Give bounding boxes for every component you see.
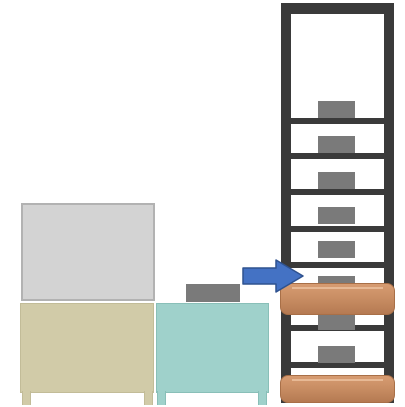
beige-cabinet-left-leg [22,391,31,405]
rack-shelf [281,189,394,195]
rack-tray [318,101,355,118]
rack-tray [318,241,355,258]
upper-gray-cabinet [21,203,155,301]
rack-right-post [384,3,394,403]
rack-shelf [281,118,394,124]
rack-tray [318,136,355,153]
rack-shelf [281,362,394,368]
right-arrow-icon [242,259,304,293]
teal-cabinet [156,303,269,393]
rack-top-bar [281,3,394,14]
rack-tray [318,346,355,363]
beige-cabinet-right-leg [144,391,153,405]
rack-left-post [281,3,291,403]
ring-highlight [292,379,383,381]
teal-cabinet-right-leg [258,391,267,405]
teal-cabinet-left-leg [157,391,166,405]
rack-shelf [281,153,394,159]
rack-tray [318,172,355,189]
rack-tray [318,313,355,330]
ring-highlight [292,287,383,289]
rack-shelf [281,262,394,268]
lower-beige-cabinet [20,303,154,393]
tray-on-teal-cabinet [186,284,240,302]
rack-shelf [281,226,394,232]
rack-tray [318,207,355,224]
